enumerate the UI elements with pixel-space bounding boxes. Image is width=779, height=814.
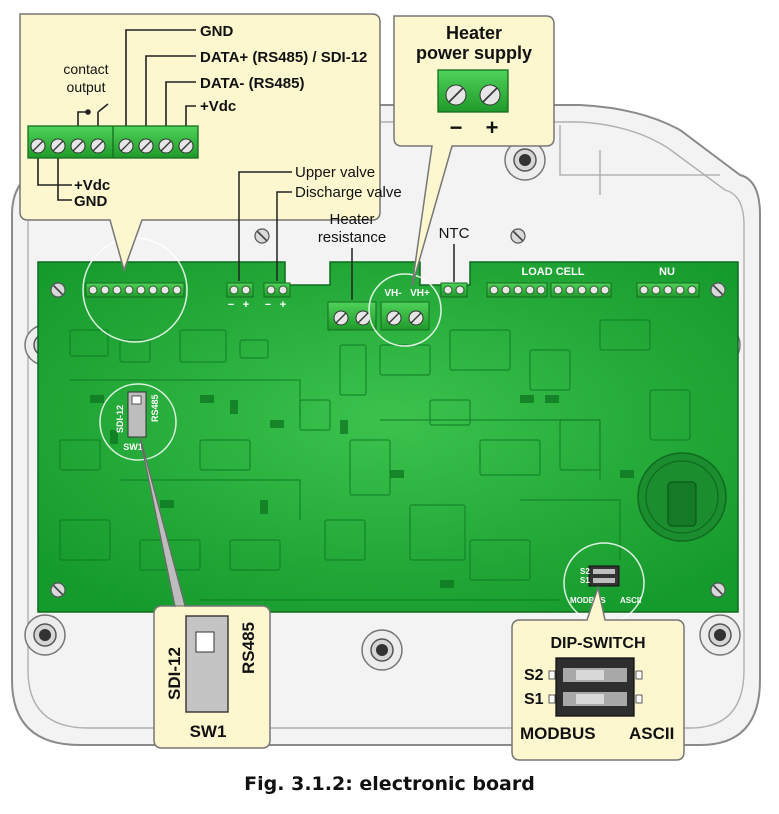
ntc-label: NTC: [439, 225, 470, 242]
modbus-small-label: MODBUS: [570, 596, 606, 605]
rs485-big-label: RS485: [239, 622, 258, 674]
vh-plus-label: VH+: [410, 288, 430, 299]
sw1-callout: SDI-12 RS485 SW1: [139, 436, 271, 749]
sw1-big-label: SW1: [190, 722, 227, 741]
load-cell-label: LOAD CELL: [522, 266, 585, 278]
output-label: output: [67, 79, 106, 95]
nu-terminal: [636, 282, 700, 298]
discharge-valve-terminal: − +: [263, 282, 291, 311]
heater-ps-title-line2: power supply: [416, 43, 532, 63]
discharge-valve-minus: −: [265, 299, 271, 311]
heater-power-callout: Heater power supply − +: [393, 15, 555, 287]
figure-caption: Fig. 3.1.2: electronic board: [244, 773, 535, 795]
main-terminal-block-pcb: [85, 282, 185, 298]
s2-big-label: S2: [524, 667, 544, 684]
battery-holder: [637, 452, 727, 542]
discharge-valve-plus: +: [280, 299, 286, 311]
vdc-top-label: +Vdc: [200, 98, 236, 115]
heater-ps-minus: −: [450, 115, 463, 140]
sw1-pcb: SDI-12 RS485 SW1: [99, 383, 177, 461]
s2-small-label: S2: [580, 567, 590, 576]
contact-label: contact: [63, 61, 108, 77]
dip-switch-pcb: S2 S1 MODBUS ASCII: [563, 542, 645, 624]
ntc-terminal: [440, 282, 468, 298]
upper-valve-terminal: − +: [226, 282, 254, 311]
sw1-small-label: SW1: [123, 442, 143, 452]
load-cell-terminal: [486, 282, 612, 298]
vh-minus-label: VH-: [384, 288, 401, 299]
gnd-top-label: GND: [200, 23, 234, 40]
data-minus-label: DATA- (RS485): [200, 75, 304, 92]
ascii-small-label: ASCII: [620, 596, 641, 605]
heater-power-terminal-pcb: VH- VH+: [368, 273, 442, 347]
rs485-small-label: RS485: [150, 394, 160, 422]
heater-resistance-label-line1: Heater: [329, 211, 374, 228]
pcb-board: [37, 228, 739, 613]
upper-valve-label: Upper valve: [295, 164, 375, 181]
upper-valve-minus: −: [228, 299, 234, 311]
upper-valve-plus: +: [243, 299, 249, 311]
ascii-big-label: ASCII: [629, 724, 674, 743]
data-plus-label: DATA+ (RS485) / SDI-12: [200, 49, 367, 66]
sdi12-big-label: SDI-12: [165, 647, 184, 700]
main-terminal-callout: GND DATA+ (RS485) / SDI-12 DATA- (RS485)…: [19, 13, 381, 273]
sdi12-small-label: SDI-12: [115, 405, 125, 433]
gnd-bottom-label: GND: [74, 193, 108, 210]
discharge-valve-label: Discharge valve: [295, 184, 402, 201]
heater-ps-plus: +: [486, 115, 499, 140]
modbus-big-label: MODBUS: [520, 724, 596, 743]
valve-labels: Upper valve Discharge valve Heater resis…: [238, 164, 470, 300]
heater-resistance-label-line2: resistance: [318, 229, 386, 246]
s1-small-label: S1: [580, 576, 590, 585]
vdc-bottom-label: +Vdc: [74, 177, 110, 194]
nu-label: NU: [659, 266, 675, 278]
heater-ps-title-line1: Heater: [446, 23, 502, 43]
heater-resistance-terminal: [327, 301, 377, 331]
dip-switch-callout: DIP-SWITCH S2 S1 MODBUS ASCII: [511, 585, 685, 761]
dip-switch-title: DIP-SWITCH: [550, 635, 645, 652]
s1-big-label: S1: [524, 691, 544, 708]
